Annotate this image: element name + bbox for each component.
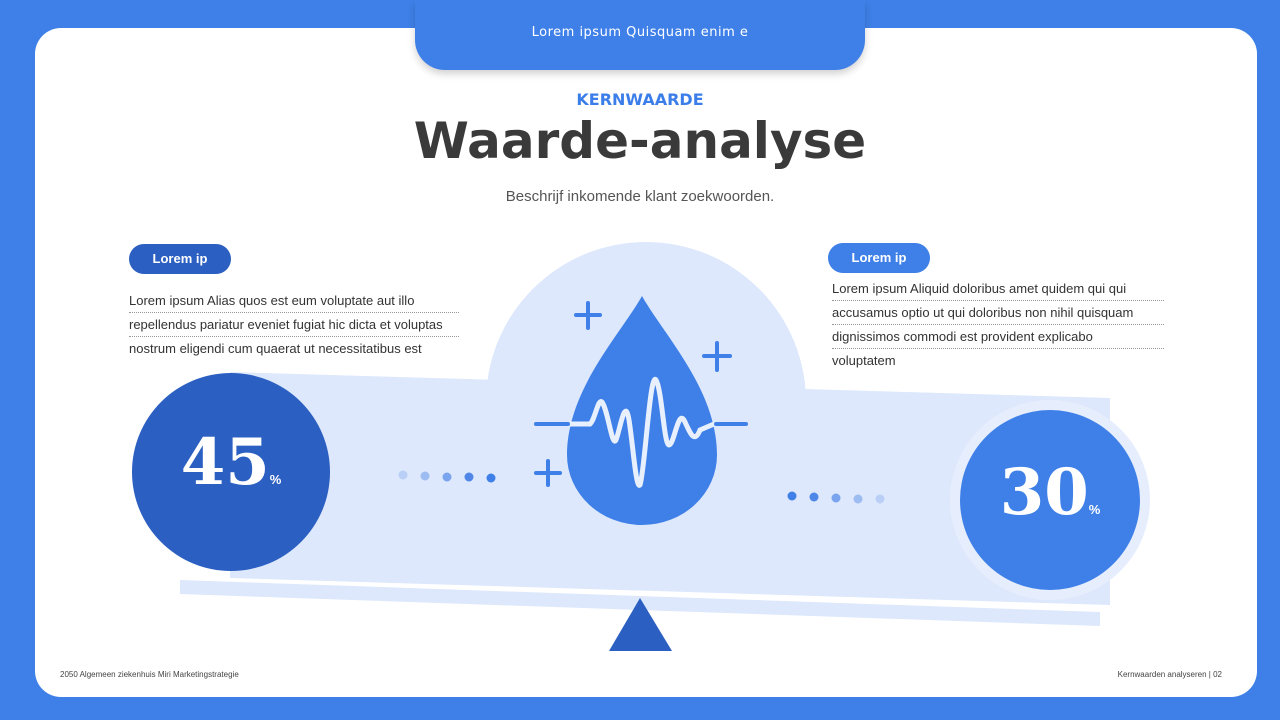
text-line: repellendus pariatur eveniet fugiat hic … bbox=[129, 313, 459, 337]
subtitle: Beschrijf inkomende klant zoekwoorden. bbox=[505, 188, 775, 205]
header-tab: Lorem ipsum Quisquam enim e bbox=[415, 0, 865, 70]
kicker: KERNWAARDE bbox=[576, 90, 704, 109]
right-stat-number: 30 bbox=[999, 455, 1089, 530]
right-pill-label: Lorem ip bbox=[828, 243, 930, 273]
left-dots bbox=[398, 470, 496, 483]
right-stat-value: 30% bbox=[950, 455, 1150, 530]
left-stat-value: 45% bbox=[131, 425, 331, 500]
footer-right: Kernwaarden analyseren | 02 bbox=[1117, 670, 1222, 679]
left-stat-circle bbox=[132, 373, 330, 571]
text-line: nostrum eligendi cum quaerat ut necessit… bbox=[129, 341, 422, 356]
text-line: Lorem ipsum Aliquid doloribus amet quide… bbox=[832, 277, 1164, 301]
left-description: Lorem ipsum Alias quos est eum voluptate… bbox=[129, 289, 459, 360]
water-drop-heartbeat-icon bbox=[534, 296, 748, 525]
left-stat-unit: % bbox=[269, 472, 282, 487]
right-dots bbox=[787, 491, 885, 504]
footer-left: 2050 Algemeen ziekenhuis Miri Marketings… bbox=[60, 670, 239, 679]
right-stat-circle bbox=[960, 410, 1140, 590]
left-pill-label: Lorem ip bbox=[129, 244, 231, 274]
text-line: dignissimos commodi est provident explic… bbox=[832, 325, 1164, 349]
text-line: accusamus optio ut qui doloribus non nih… bbox=[832, 301, 1164, 325]
right-stat-unit: % bbox=[1088, 502, 1101, 517]
text-line: Lorem ipsum Alias quos est eum voluptate… bbox=[129, 289, 459, 313]
left-stat-number: 45 bbox=[180, 425, 270, 500]
page-title: Waarde-analyse bbox=[413, 112, 867, 170]
text-line: voluptatem bbox=[832, 353, 896, 368]
fulcrum-triangle bbox=[609, 598, 672, 651]
right-description: Lorem ipsum Aliquid doloribus amet quide… bbox=[832, 277, 1164, 372]
